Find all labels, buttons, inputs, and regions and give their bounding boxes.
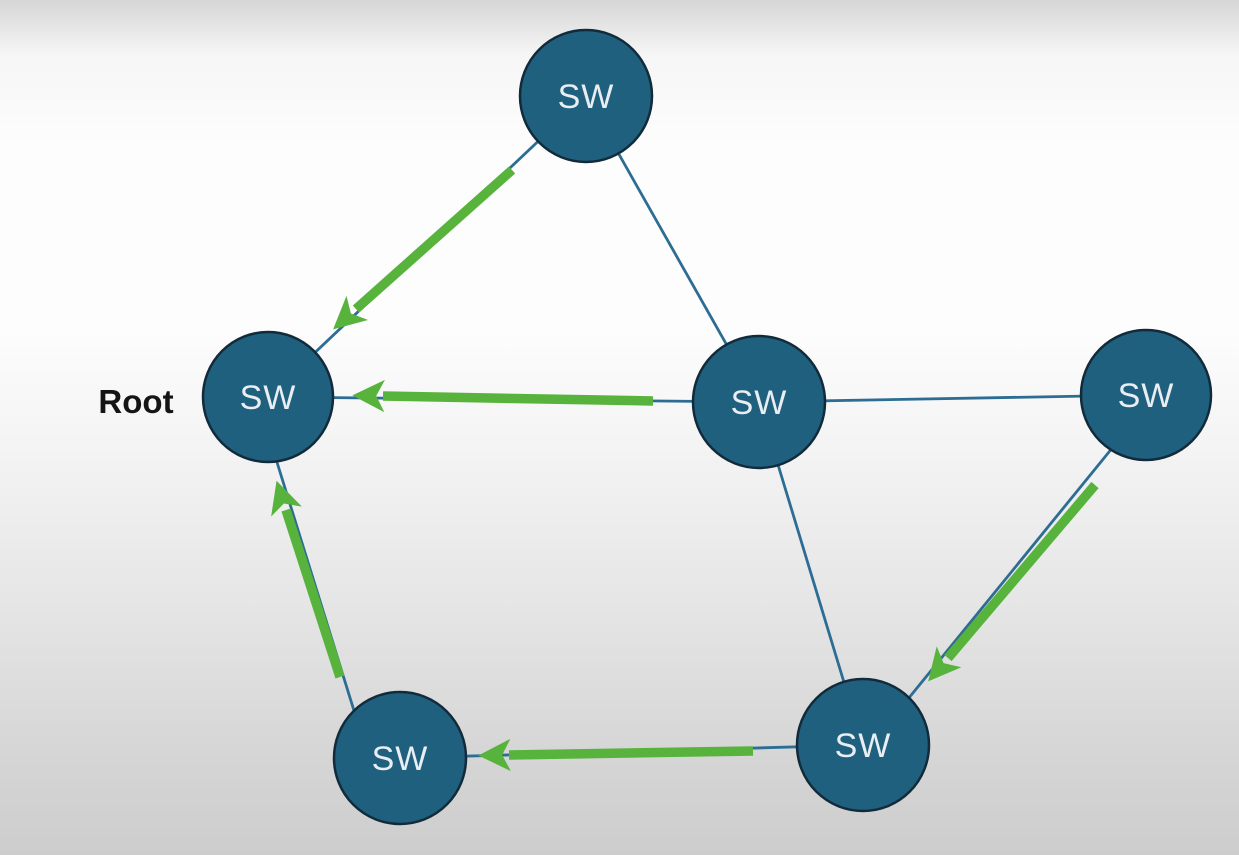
root-port-arrow-bottom-right-to-bottom-left	[478, 738, 754, 772]
root-port-arrow-top-to-root	[333, 166, 516, 330]
switch-node-root	[201, 330, 335, 464]
root-label: Root	[98, 383, 173, 420]
switch-label-bottom-right: SW	[835, 727, 892, 765]
switch-label-middle: SW	[731, 384, 788, 422]
root-port-arrow-bottom-left-to-root	[271, 480, 345, 679]
switch-label-right: SW	[1118, 377, 1175, 415]
switch-node-right	[1079, 328, 1213, 462]
switch-label-root: SW	[240, 379, 297, 417]
root-port-arrow-middle-to-root	[352, 379, 654, 413]
switch-node-bottom-left	[332, 690, 468, 826]
switch-label-bottom-left: SW	[372, 740, 429, 778]
switch-label-top: SW	[558, 78, 615, 116]
switch-node-bottom-right	[795, 677, 931, 813]
root-port-arrow-right-to-bottom-right	[928, 481, 1099, 682]
switch-node-middle	[691, 334, 827, 470]
switch-node-top	[518, 28, 654, 164]
link-right-bottom-right	[893, 419, 1137, 716]
